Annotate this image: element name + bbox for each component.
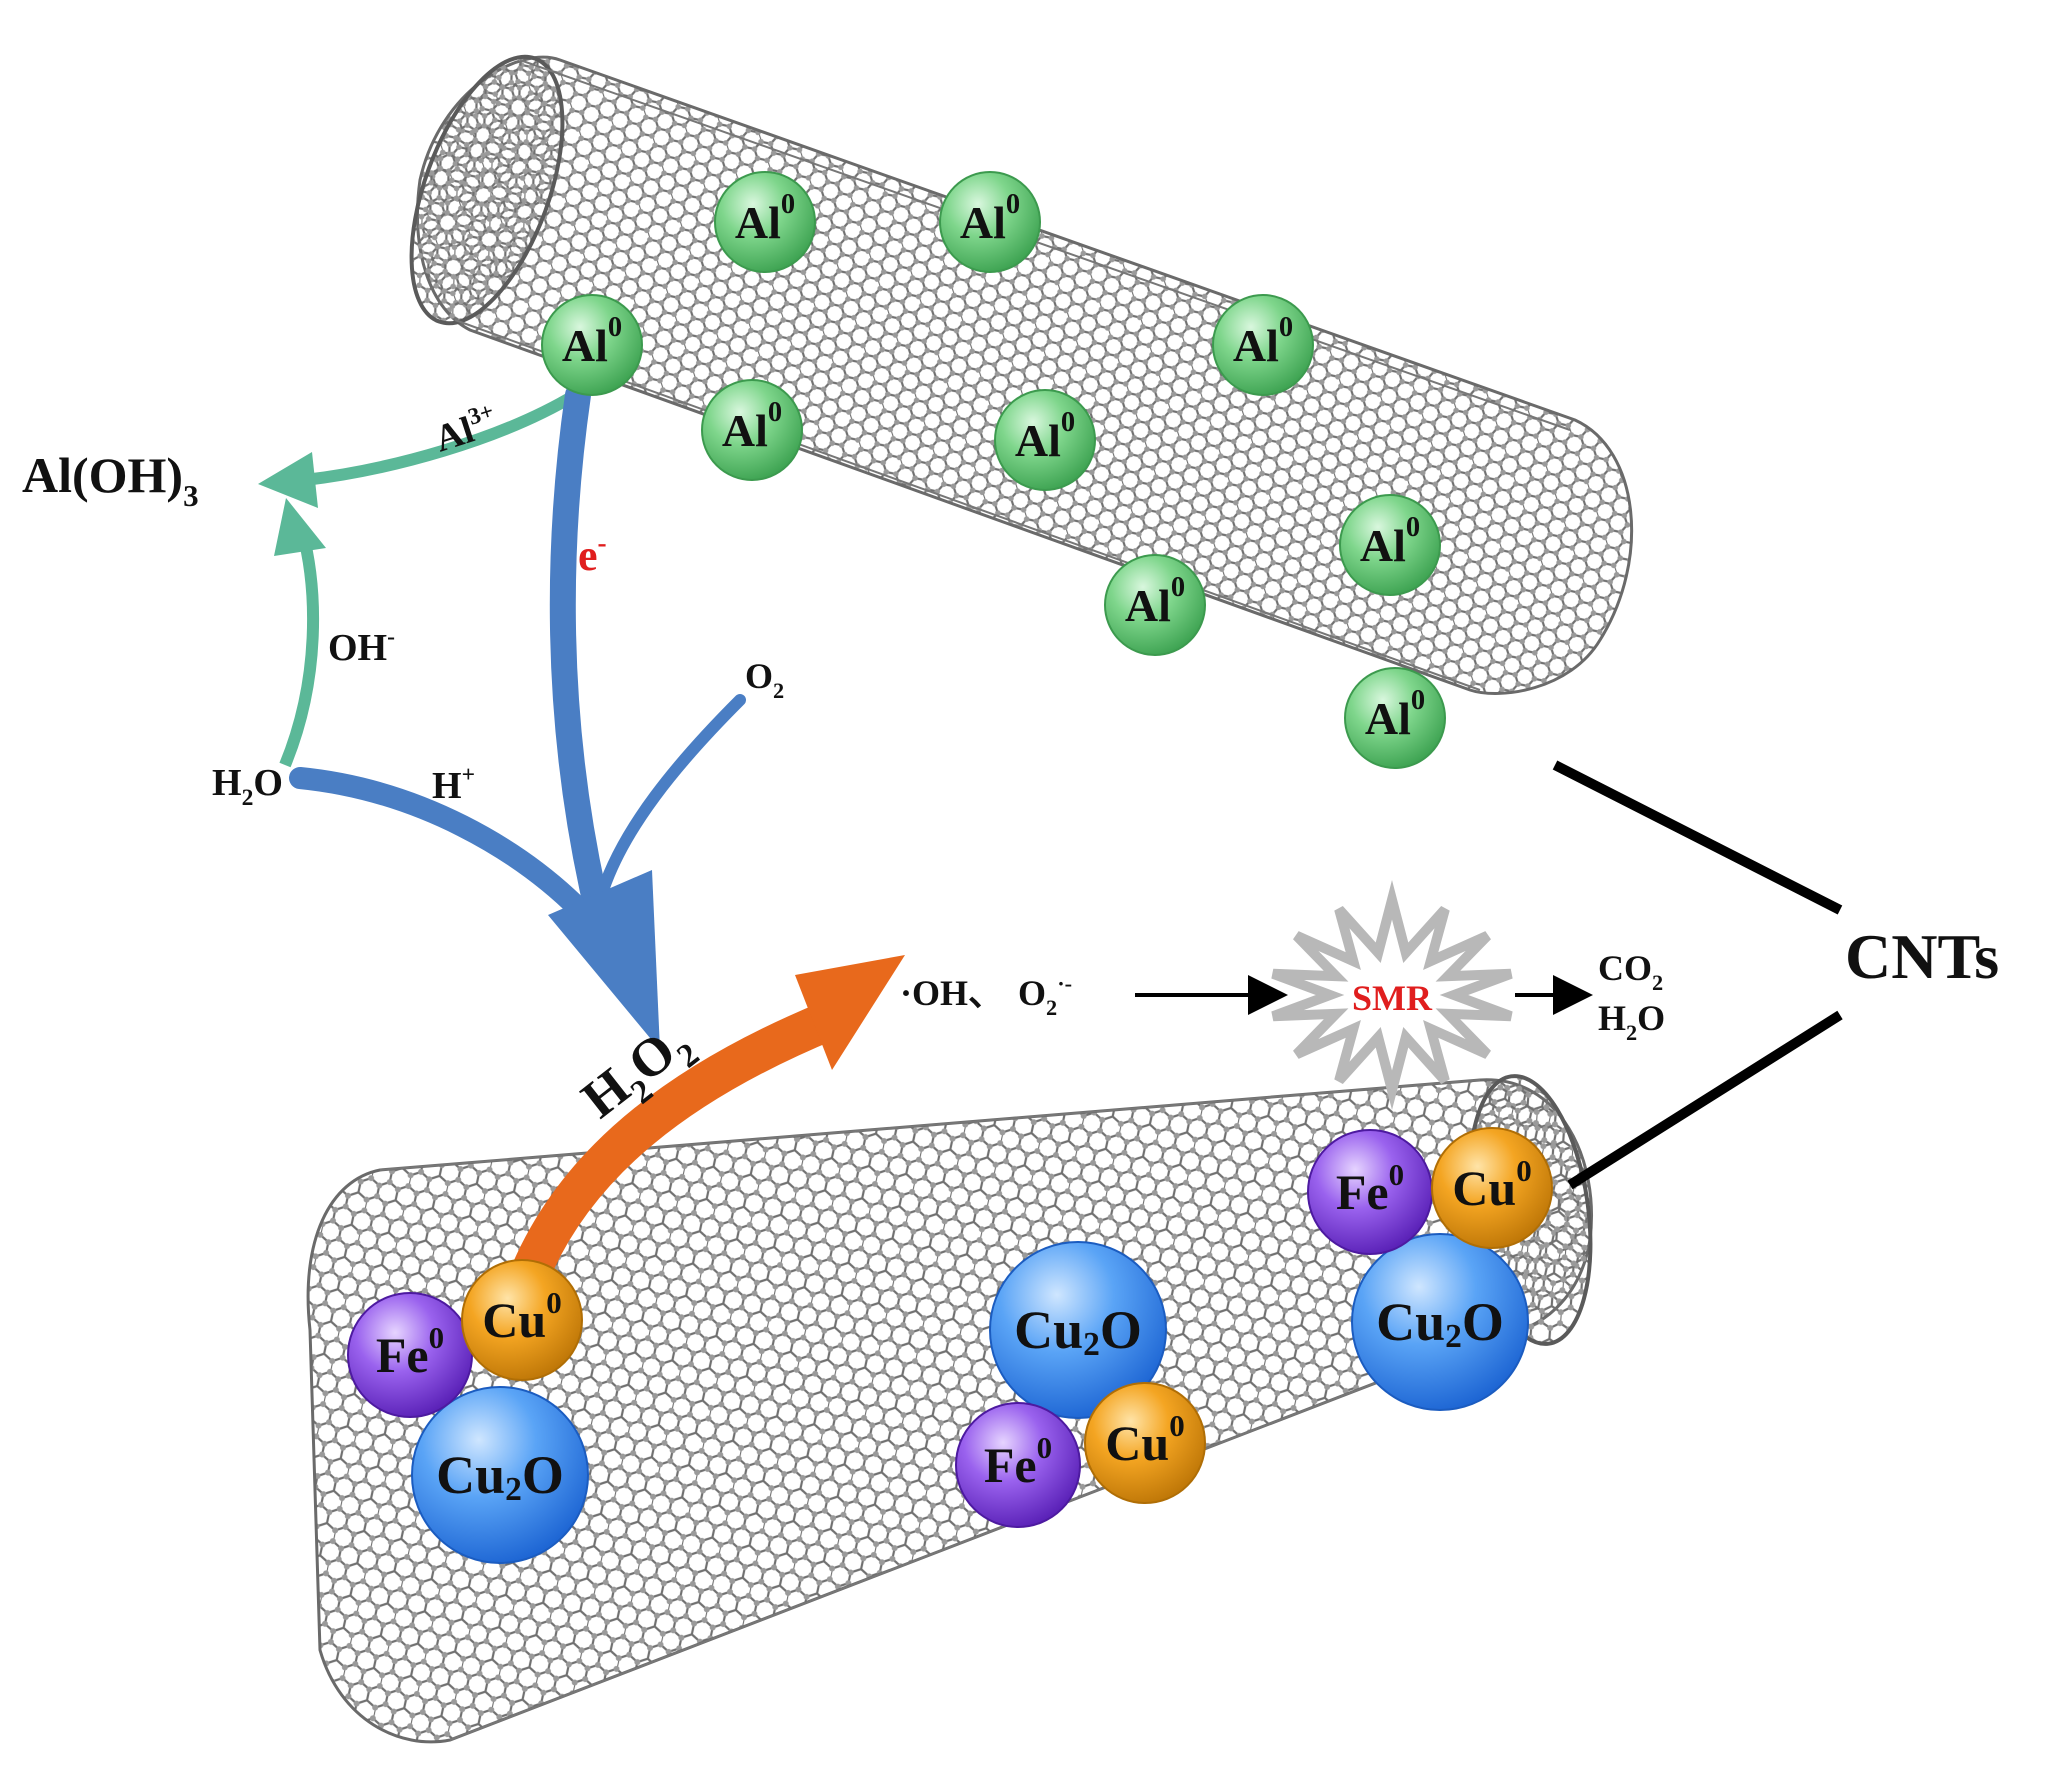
al-sphere [1212,294,1314,396]
cu2o-particle: Cu2O [1351,1233,1529,1411]
cu2o-particle: Cu2O [411,1386,589,1564]
al-label: Al0 [722,397,782,456]
cu-particle: Cu0 [461,1259,583,1381]
cu2o-particle: Cu2O [989,1241,1167,1419]
o2-arrow [594,694,746,906]
cu-sphere [461,1259,583,1381]
h-plus-arrow [289,767,591,921]
connector-line-bottom [1567,1010,1843,1190]
fe-sphere [955,1402,1081,1528]
al-particle: Al0 [541,294,643,396]
fe-label: Fe0 [984,1430,1052,1494]
al-particle: Al0 [939,171,1041,273]
al-label: Al0 [1125,572,1185,631]
label-e-minus: e- [578,528,607,580]
al-particle: Al0 [714,171,816,273]
h2o2-arrowhead [548,870,660,1050]
al-sphere [1104,554,1206,656]
cu2o-label: Cu2O [1014,1300,1142,1363]
label-cnts: CNTs [1845,921,1999,992]
al-particle: Al0 [1339,494,1441,596]
orange-arrow [501,955,905,1307]
cu-label: Cu0 [1105,1408,1184,1472]
label-h-plus: H+ [432,762,475,807]
label-co2: CO2 [1598,948,1663,995]
al-particle: Al0 [1212,294,1314,396]
fe-particle: Fe0 [1307,1129,1433,1255]
label-h2o-product: H2O [1598,998,1665,1045]
cu2o-label: Cu2O [1376,1292,1504,1355]
label-o2-reactant: O2 [745,656,784,703]
al-particle: Al0 [1344,667,1446,769]
oh-arrow [279,528,320,768]
al3plus-arrow [304,389,579,486]
cu2o-label: Cu2O [436,1445,564,1508]
cu-label: Cu0 [1452,1153,1531,1217]
cu-sphere [1431,1127,1553,1249]
al-particle: Al0 [994,389,1096,491]
al-sphere [714,171,816,273]
label-oh-minus: OH- [328,624,395,669]
oh-arrowhead [274,498,326,556]
fe-label: Fe0 [1336,1157,1404,1221]
cu2o-sphere [1351,1233,1529,1411]
al-label: Al0 [1365,685,1425,744]
al-sphere [994,389,1096,491]
al-sphere [939,171,1041,273]
al-label: Al0 [960,189,1020,248]
al-particle: Al0 [1104,554,1206,656]
al-label: Al0 [1360,512,1420,571]
al-sphere [1344,667,1446,769]
electron-arrow [549,382,608,913]
al-label: Al0 [735,189,795,248]
cu2o-sphere [989,1241,1167,1419]
fe-particle: Fe0 [955,1402,1081,1528]
blue-arrows [289,382,746,1050]
al-label: Al0 [1015,407,1075,466]
fe-label: Fe0 [376,1320,444,1384]
green-arrows [258,389,579,768]
cu-sphere [1084,1382,1206,1504]
label-radicals: ·OH、O2·- [900,971,1072,1020]
al-label: Al0 [562,312,622,371]
label-smr: SMR [1352,978,1433,1018]
fe-particle: Fe0 [347,1292,473,1418]
fe-sphere [347,1292,473,1418]
al-particle: Al0 [701,379,803,481]
cu2o-sphere [411,1386,589,1564]
label-h2o-reactant: H2O [212,762,283,811]
smr-starburst [1271,879,1513,1111]
cu-particle: Cu0 [1084,1382,1206,1504]
cu-label: Cu0 [482,1285,561,1349]
al-label: Al0 [1233,312,1293,371]
al-sphere [1339,494,1441,596]
label-aloh3: Al(OH)3 [22,447,199,513]
al3plus-arrowhead [258,452,318,508]
al-sphere [701,379,803,481]
al-sphere [541,294,643,396]
cu-particle: Cu0 [1431,1127,1553,1249]
connector-line-top [1552,760,1843,915]
